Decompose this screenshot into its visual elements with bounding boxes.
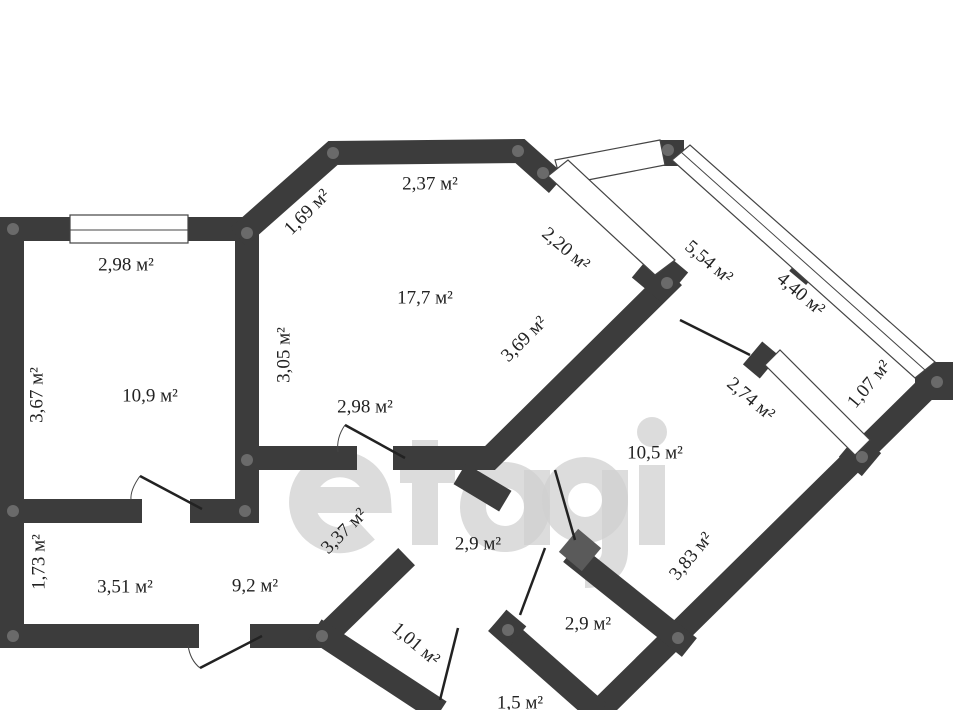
- room-main-right-label: 3,69 м²: [497, 312, 551, 366]
- hall-center-label: 2,9 м²: [455, 533, 502, 554]
- hall-width-label: 3,51 м²: [97, 576, 153, 597]
- room-left-side-label: 3,67 м²: [26, 367, 47, 423]
- balcony-a-label: 5,54 м²: [681, 236, 737, 288]
- wc-area-label: 1,5 м²: [497, 692, 544, 710]
- wc-side-label: 1,01 м²: [388, 618, 444, 670]
- kitchen-right-label: 3,83 м²: [665, 528, 717, 584]
- room-main-area-label: 17,7 м²: [397, 287, 453, 308]
- room-main-balcony-label: 2,20 м²: [538, 223, 594, 275]
- walls: [0, 138, 953, 710]
- room-main-top-label: 2,37 м²: [402, 173, 458, 194]
- hall-area-label: 9,2 м²: [232, 575, 279, 596]
- balcony-c-label: 1,07 м²: [843, 356, 895, 412]
- wall-nodes: [7, 144, 943, 644]
- kitchen-window-label: 2,74 м²: [723, 373, 779, 425]
- doors[interactable]: [130, 318, 751, 701]
- room-left-area-label: 10,9 м²: [122, 385, 178, 406]
- room-main-left-label: 3,05 м²: [273, 327, 294, 383]
- windows: [69, 139, 936, 456]
- bath-area-label: 2,9 м²: [565, 613, 612, 634]
- kitchen-area-label: 10,5 м²: [627, 442, 683, 463]
- room-main-bottom-label: 2,98 м²: [337, 396, 393, 417]
- room-left-top-label: 2,98 м²: [98, 254, 154, 275]
- hall-left-label: 1,73 м²: [28, 534, 49, 590]
